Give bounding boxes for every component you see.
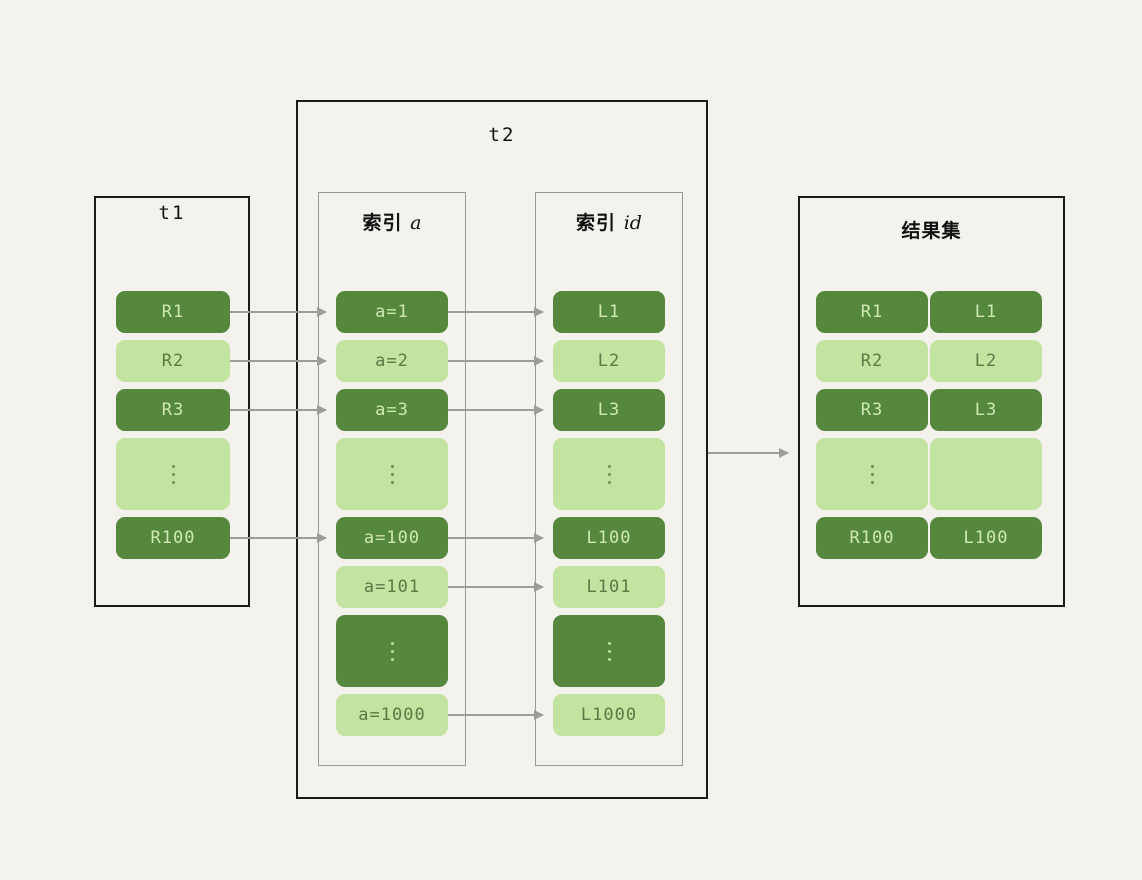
arrow-index-a-to-index-id-2: [448, 405, 544, 415]
result-cell-right-L2[interactable]: L2: [930, 340, 1042, 382]
cell-label: R100: [849, 528, 895, 548]
arrow-t1-to-index-a-1: [230, 356, 327, 366]
cell-label: a=1000: [358, 705, 426, 725]
cell-label: L1: [974, 302, 998, 322]
index-id-title-cjk: 索引: [576, 212, 617, 234]
cell-label: R3: [860, 400, 884, 420]
result-set-frame: [798, 196, 1065, 607]
arrow-index-a-to-index-id-3: [448, 533, 544, 543]
arrow-index-a-to-index-id-4: [448, 582, 544, 592]
index-a-title-cjk: 索引: [362, 212, 403, 234]
cell-label: L1000: [580, 705, 638, 725]
arrow-t1-to-index-a-0: [230, 307, 327, 317]
t1-cell-R100[interactable]: R100: [116, 517, 230, 559]
t1-cell-R3[interactable]: R3: [116, 389, 230, 431]
index-id-title: 索引 id: [535, 208, 683, 235]
cell-label: R1: [860, 302, 884, 322]
result-cell-left-R100[interactable]: R100: [816, 517, 928, 559]
index-a-cell-a=100[interactable]: a=100: [336, 517, 448, 559]
arrow-index-a-to-index-id-0: [448, 307, 544, 317]
cell-label: L100: [963, 528, 1009, 548]
result-cell-left-R3[interactable]: R3: [816, 389, 928, 431]
t1-cell-R2[interactable]: R2: [116, 340, 230, 382]
index-id-subframe: [535, 192, 683, 766]
index-a-title: 索引 a: [318, 208, 466, 235]
arrow-index-a-to-index-id-5: [448, 710, 544, 720]
result-cell-right-L1[interactable]: L1: [930, 291, 1042, 333]
result-cell-right-L3[interactable]: L3: [930, 389, 1042, 431]
index-a-cell-a=101[interactable]: a=101: [336, 566, 448, 608]
index-a-cell-a=2[interactable]: a=2: [336, 340, 448, 382]
index-a-cell-a=1000[interactable]: a=1000: [336, 694, 448, 736]
cell-label: L3: [974, 400, 998, 420]
index-id-cell-ellipsis-6[interactable]: [553, 615, 665, 687]
cell-label: R1: [161, 302, 185, 322]
index-id-cell-L3[interactable]: L3: [553, 389, 665, 431]
cell-label: a=100: [363, 528, 421, 548]
index-id-title-latin: id: [623, 212, 642, 234]
arrow-t1-to-index-a-2: [230, 405, 327, 415]
t1-title: t1: [158, 202, 186, 224]
index-id-cell-ellipsis-3[interactable]: [553, 438, 665, 510]
cell-label: a=1: [375, 302, 409, 322]
result-cell-left-ellipsis[interactable]: [816, 438, 928, 510]
index-id-cell-L1000[interactable]: L1000: [553, 694, 665, 736]
index-a-title-latin: a: [410, 212, 422, 234]
cell-label: a=101: [363, 577, 421, 597]
arrow-t2-to-result-set: [708, 448, 789, 458]
index-a-cell-a=1[interactable]: a=1: [336, 291, 448, 333]
result-cell-left-R1[interactable]: R1: [816, 291, 928, 333]
cell-label: L2: [974, 351, 998, 371]
t2-outer-frame: [296, 100, 708, 799]
cell-label: R3: [161, 400, 185, 420]
cell-label: R100: [150, 528, 196, 548]
index-id-cell-L100[interactable]: L100: [553, 517, 665, 559]
result-set-title: 结果集: [901, 220, 962, 242]
arrow-t1-to-index-a-3: [230, 533, 327, 543]
cell-label: L2: [597, 351, 621, 371]
index-id-cell-L2[interactable]: L2: [553, 340, 665, 382]
index-id-cell-L101[interactable]: L101: [553, 566, 665, 608]
t1-cell-R1[interactable]: R1: [116, 291, 230, 333]
index-id-cell-L1[interactable]: L1: [553, 291, 665, 333]
arrow-index-a-to-index-id-1: [448, 356, 544, 366]
t2-title: t2: [488, 124, 516, 146]
t1-frame: [94, 196, 250, 607]
result-cell-left-R2[interactable]: R2: [816, 340, 928, 382]
cell-label: L100: [586, 528, 632, 548]
result-cell-right-ellipsis[interactable]: [930, 438, 1042, 510]
cell-label: L101: [586, 577, 632, 597]
result-cell-right-L100[interactable]: L100: [930, 517, 1042, 559]
cell-label: a=2: [375, 351, 409, 371]
cell-label: R2: [161, 351, 185, 371]
t1-cell-ellipsis[interactable]: [116, 438, 230, 510]
cell-label: L3: [597, 400, 621, 420]
index-a-cell-a=3[interactable]: a=3: [336, 389, 448, 431]
cell-label: L1: [597, 302, 621, 322]
index-a-cell-ellipsis-3[interactable]: [336, 438, 448, 510]
cell-label: R2: [860, 351, 884, 371]
cell-label: a=3: [375, 400, 409, 420]
index-a-subframe: [318, 192, 466, 766]
index-a-cell-ellipsis-6[interactable]: [336, 615, 448, 687]
